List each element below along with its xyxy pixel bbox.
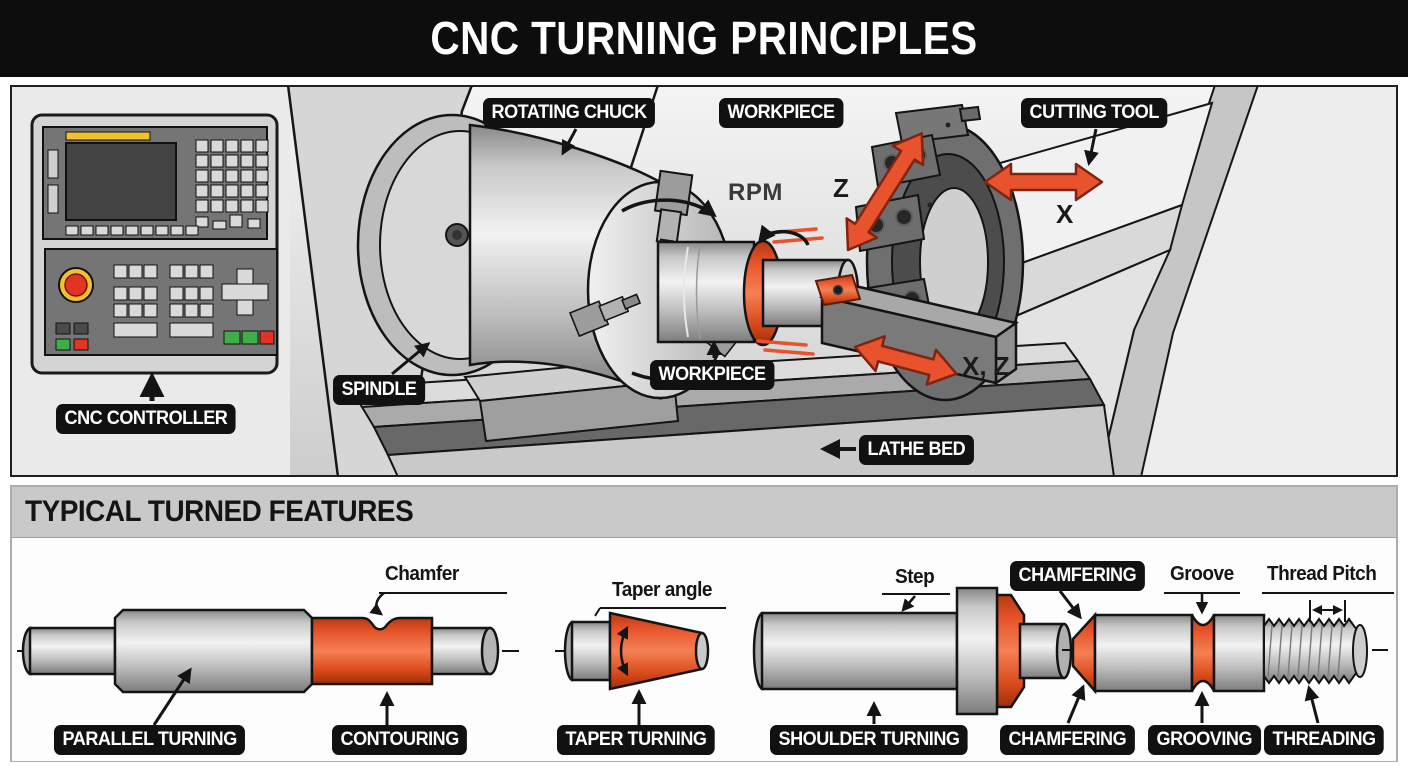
label-chamfering-top: CHAMFERING [1010,561,1145,591]
label-cnc-controller: CNC CONTROLLER [56,404,236,434]
axis-z-label: Z [833,173,849,203]
header-bar: CNC TURNING PRINCIPLES [0,0,1408,77]
label-shoulder-turning: SHOULDER TURNING [770,725,969,755]
label-spindle: SPINDLE [333,375,426,405]
xz-axis-arrow-icon [853,334,958,386]
features-title: TYPICAL TURNED FEATURES [25,495,414,528]
label-contouring: CONTOURING [332,725,468,755]
machine-diagram-panel: ROTATING CHUCK WORKPIECE CUTTING TOOL SP… [10,85,1398,477]
parallel-turning-shaft [17,592,519,694]
chamfer-groove-thread-shaft [1062,592,1394,695]
controller-keypad [65,139,269,236]
groove-band [1190,614,1216,692]
label-threading: THREADING [1264,725,1385,755]
features-body: Chamfer Taper angle Step Groove Thread P… [12,538,1396,761]
label-chamfering: CHAMFERING [1000,725,1135,755]
page-title: CNC TURNING PRINCIPLES [430,12,978,64]
taper-angle-annotation: Taper angle [612,579,713,601]
lathe-illustration [10,85,1398,477]
label-workpiece-top: WORKPIECE [719,98,844,128]
x-axis-arrow-icon [983,162,1104,202]
step-annotation: Step [895,566,935,588]
axis-arrows [845,132,1104,386]
label-lathe-bed: LATHE BED [859,435,974,465]
feature-leader-arrows [152,590,1320,726]
rpm-label: RPM [728,179,783,206]
cnc-controller-illustration [30,113,279,375]
label-rotating-chuck: ROTATING CHUCK [483,98,656,128]
chamfer-face [1071,611,1097,695]
controller-function-keys [55,322,275,351]
label-taper-turning: TAPER TURNING [557,725,715,755]
chamfer-annotation: Chamfer [385,563,459,585]
cutting-tool-illustration [814,273,1020,386]
label-parallel-turning: PARALLEL TURNING [54,725,246,755]
z-axis-arrow-icon [845,132,925,252]
axis-xz-label: X, Z [962,351,1010,381]
controller-indicator-strip [65,131,151,141]
label-cutting-tool: CUTTING TOOL [1021,98,1168,128]
taper-turning-shaft [555,607,726,691]
label-workpiece-bottom: WORKPIECE [650,360,775,390]
label-grooving: GROOVING [1148,725,1261,755]
features-panel: TYPICAL TURNED FEATURES [10,485,1398,762]
features-illustration [17,586,1394,726]
panel-border [10,85,1398,477]
axis-x-label: X [1056,199,1074,229]
shoulder-turning-shaft [752,586,1073,716]
features-header-band: TYPICAL TURNED FEATURES [12,487,1396,538]
thread-pitch-dimension [1309,600,1346,622]
thread-pitch-annotation: Thread Pitch [1267,563,1377,585]
leader-arrows [139,128,1099,459]
groove-annotation: Groove [1170,563,1234,585]
controller-screen [65,142,177,221]
spindle-chuck-assembly [356,113,742,401]
